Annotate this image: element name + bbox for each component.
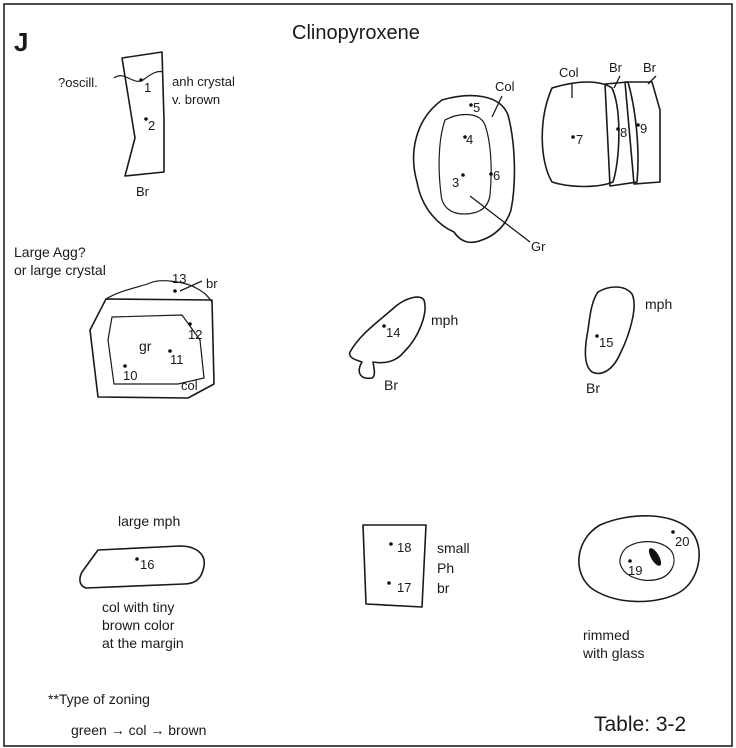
grain-label: gr (139, 338, 152, 354)
grain-7-point-dot (135, 557, 139, 561)
grain-label: ?oscill. (58, 75, 98, 90)
grain-label: Br (136, 184, 150, 199)
grain-9-outline (579, 516, 699, 602)
grain-label: at the margin (102, 635, 184, 651)
grain-1-zone-line (114, 71, 163, 81)
glass-inclusion (647, 546, 664, 567)
grain-label: Br (609, 60, 623, 75)
grain-2-core-outline (439, 115, 491, 214)
grain-label: or large crystal (14, 262, 106, 278)
grain-label: large mph (118, 513, 180, 529)
footnote-zoning-sequence: green → col → brown (71, 722, 206, 738)
grain-label: Gr (531, 239, 546, 254)
grain-label: br (206, 276, 218, 291)
grain-2-point-dot (461, 173, 465, 177)
point-label: 10 (123, 368, 137, 383)
grain-3: 7 8 9 Col Br Br (542, 60, 660, 187)
point-label: 6 (493, 168, 500, 183)
grain-6: 15 mph Br (585, 287, 672, 396)
grain-2: 5 4 3 6 Col Gr (414, 79, 546, 254)
point-label: 15 (599, 335, 613, 350)
grain-4: 13 12 11 10 Large Agg? or large crystal … (14, 244, 218, 398)
grain-label: Large Agg? (14, 244, 86, 260)
point-label: 8 (620, 125, 627, 140)
grain-8-point-dot (387, 581, 391, 585)
grain-label: with glass (582, 645, 644, 661)
page-title: Clinopyroxene (292, 22, 420, 44)
grain-1-point-dot (139, 78, 143, 82)
table-reference: Table: 3-2 (594, 713, 686, 736)
point-label: 13 (172, 271, 186, 286)
panel-letter: J (14, 27, 28, 57)
grain-label: Col (559, 65, 579, 80)
point-label: 17 (397, 580, 411, 595)
grain-8-outline (363, 525, 426, 607)
grain-label: rimmed (583, 627, 630, 643)
grain-1-outline (122, 52, 164, 176)
grain-label: br (437, 580, 450, 596)
point-label: 14 (386, 325, 400, 340)
point-label: 9 (640, 121, 647, 136)
grain-8-point-dot (389, 542, 393, 546)
grain-label: col (181, 378, 198, 393)
grain-9: 19 20 rimmed with glass (579, 516, 699, 661)
grain-label: anh crystal (172, 74, 235, 89)
point-label: 2 (148, 118, 155, 133)
point-label: 12 (188, 327, 202, 342)
point-label: 11 (170, 352, 184, 367)
grain-3-point-dot (571, 135, 575, 139)
point-label: 16 (140, 557, 154, 572)
grain-1: 1 2 ?oscill. anh crystal v. brown Br (58, 52, 235, 199)
grain-4-point-dot (188, 322, 192, 326)
point-label: 4 (466, 132, 473, 147)
grain-2-leader (470, 196, 530, 242)
grain-4-point-dot (173, 289, 177, 293)
grain-label: mph (431, 312, 458, 328)
point-label: 7 (576, 132, 583, 147)
grain-5: 14 mph Br (350, 297, 459, 393)
point-label: 3 (452, 175, 459, 190)
grain-label: small (437, 540, 470, 556)
footnote-heading: **Type of zoning (48, 691, 150, 707)
grain-label: col with tiny (102, 599, 174, 615)
grain-label: Br (384, 377, 398, 393)
grain-label: Br (643, 60, 657, 75)
grain-label: brown color (102, 617, 175, 633)
point-label: 20 (675, 534, 689, 549)
point-label: 19 (628, 563, 642, 578)
point-label: 1 (144, 80, 151, 95)
grain-label: v. brown (172, 92, 220, 107)
grain-label: Col (495, 79, 515, 94)
grain-label: mph (645, 296, 672, 312)
grain-label: Br (586, 380, 600, 396)
grain-label: Ph (437, 560, 454, 576)
point-label: 5 (473, 100, 480, 115)
grain-8: 18 17 small Ph br (363, 525, 470, 607)
grain-7: 16 large mph col with tiny brown color a… (80, 513, 204, 651)
grain-6-outline (585, 287, 634, 373)
point-label: 18 (397, 540, 411, 555)
